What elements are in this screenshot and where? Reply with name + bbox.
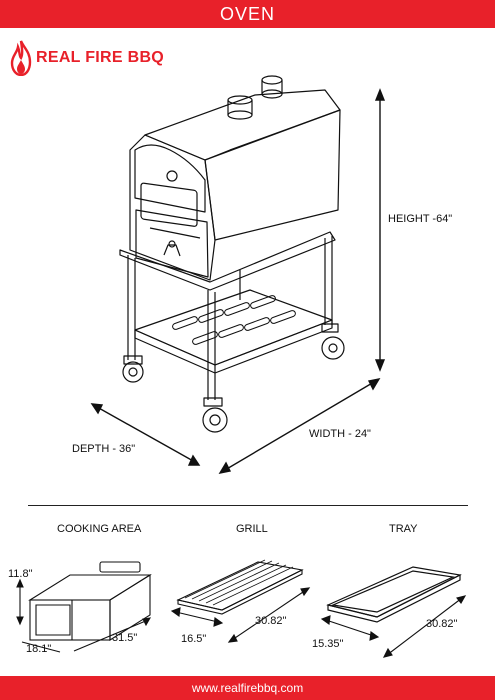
tray-short-dim: 15.35" xyxy=(312,638,344,650)
oven-top xyxy=(144,89,341,161)
width-label: WIDTH - 24" xyxy=(309,428,371,440)
cooking-area-depth-dim: 31.5" xyxy=(112,632,138,644)
header-bar: OVEN xyxy=(0,0,495,28)
cooking-area-title: COOKING AREA xyxy=(57,523,142,535)
brand-name: REAL FIRE BBQ xyxy=(36,49,165,66)
grill-long-dim: 30.82" xyxy=(255,615,287,627)
wheel-front-left xyxy=(122,355,144,383)
wheel-back-right xyxy=(321,323,345,360)
oven-front xyxy=(129,134,216,281)
page-title: OVEN xyxy=(219,4,275,24)
grill-title: GRILL xyxy=(236,523,268,535)
tray-long-dim: 30.82" xyxy=(426,618,458,630)
oven-side xyxy=(204,109,341,241)
depth-label: DEPTH - 36" xyxy=(72,443,136,455)
section-divider xyxy=(28,505,468,506)
cooking-area-height-dim: 11.8" xyxy=(8,568,33,580)
grill-short-dim: 16.5" xyxy=(181,633,207,645)
wheel-front-right xyxy=(202,397,228,433)
height-label: HEIGHT -64" xyxy=(388,213,453,225)
brand-logo: REAL FIRE BBQ xyxy=(10,38,164,78)
footer-bar: www.realfirebbq.com xyxy=(0,676,495,700)
tray-title: TRAY xyxy=(389,523,418,535)
footer-url[interactable]: www.realfirebbq.com xyxy=(191,681,304,695)
cooking-area-width-dim: 18.1" xyxy=(26,643,52,655)
flame-icon xyxy=(10,40,32,76)
